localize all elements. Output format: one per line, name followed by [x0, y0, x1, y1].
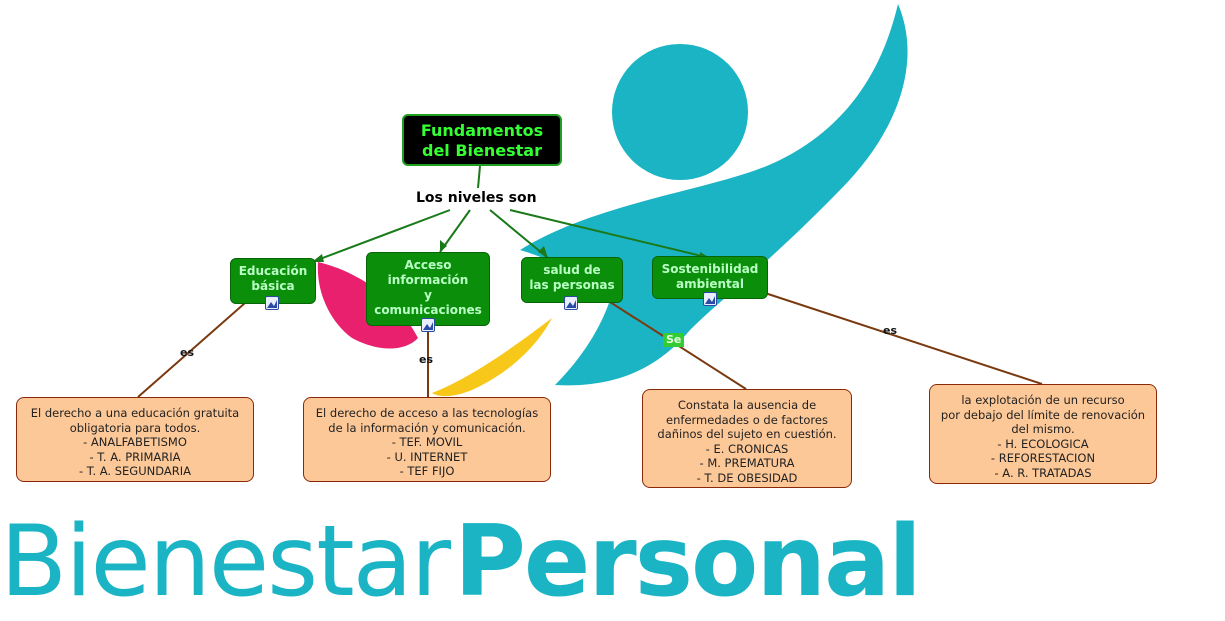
leaf-line: - TEF FIJO — [399, 464, 455, 478]
leaf-line: El derecho de acceso a las tecnologías — [315, 406, 539, 420]
node-acceso-line4: comunicaciones — [374, 303, 482, 317]
leaf-line: la explotación de un recurso — [961, 393, 1125, 407]
node-sostenibilidad[interactable]: Sostenibilidad ambiental — [652, 256, 768, 299]
connector-es-3: es — [883, 324, 898, 337]
connector-se: Se — [663, 333, 685, 347]
node-sostenibilidad-line2: ambiental — [676, 277, 744, 291]
leaf-salud[interactable]: Constata la ausencia de enfermedades o d… — [642, 389, 852, 488]
root-node[interactable]: Fundamentos del Bienestar — [402, 114, 562, 166]
image-attachment-icon[interactable] — [265, 296, 279, 310]
node-acceso-line1: Acceso — [404, 258, 452, 272]
node-acceso[interactable]: Acceso información y comunicaciones — [366, 252, 490, 326]
leaf-line: dañinos del sujeto en cuestión. — [657, 427, 837, 441]
leaf-line: - H. ECOLOGICA — [997, 436, 1089, 451]
leaf-line: - T. A. SEGUNDARIA — [78, 464, 192, 478]
link-label: Los niveles son — [416, 190, 537, 206]
image-attachment-icon[interactable] — [421, 318, 435, 332]
leaf-educacion[interactable]: El derecho a una educación gratuita obli… — [16, 397, 254, 482]
logo-yellow-shape — [432, 318, 552, 397]
leaf-line: enfermedades o de factores — [666, 412, 828, 427]
leaf-line: del mismo. — [1011, 422, 1075, 436]
node-sostenibilidad-line1: Sostenibilidad — [661, 262, 759, 276]
node-acceso-line3: y — [424, 288, 432, 302]
leaf-sostenibilidad[interactable]: la explotación de un recurso por debajo … — [929, 384, 1157, 484]
leaf-line: - REFORESTACION — [990, 451, 1096, 465]
image-attachment-icon[interactable] — [564, 296, 578, 310]
node-educacion-line2: básica — [251, 279, 295, 293]
node-educacion[interactable]: Educación básica — [230, 258, 316, 304]
leaf-line: - A. R. TRATADAS — [994, 465, 1092, 480]
leaf-line: - TEF. MOVIL — [391, 435, 463, 449]
leaf-line: - T. DE OBESIDAD — [696, 470, 798, 485]
connector-es-1: es — [180, 346, 195, 359]
leaf-line: - ANALFABETISMO — [83, 435, 187, 449]
node-salud-line1: salud de — [543, 263, 601, 277]
leaf-line: - E. CRONICAS — [705, 441, 789, 456]
node-educacion-line1: Educación — [238, 264, 308, 278]
logo-head — [612, 44, 748, 180]
brand-word-light: Bienestar — [0, 505, 451, 619]
node-acceso-line2: información — [387, 273, 469, 287]
image-attachment-icon[interactable] — [703, 292, 717, 306]
leaf-line: obligatoria para todos. — [69, 420, 201, 435]
brand-word-bold: Personal — [454, 505, 922, 619]
leaf-line: El derecho a una educación gratuita — [30, 406, 240, 420]
leaf-acceso[interactable]: El derecho de acceso a las tecnologías d… — [303, 397, 551, 482]
leaf-line: - T. A. PRIMARIA — [89, 449, 181, 464]
leaf-line: - M. PREMATURA — [699, 456, 795, 470]
root-title-line2: del Bienestar — [422, 141, 542, 160]
leaf-line: por debajo del límite de renovación — [940, 407, 1146, 422]
leaf-line: de la información y comunicación. — [328, 420, 526, 435]
leaf-line: Constata la ausencia de — [677, 398, 817, 412]
leaf-line: - U. INTERNET — [386, 449, 468, 464]
node-salud-line2: las personas — [529, 278, 615, 292]
brand-wordmark: Bienestar Personal — [0, 505, 1225, 621]
connector-es-2: es — [419, 353, 434, 366]
root-title-line1: Fundamentos — [420, 121, 544, 140]
